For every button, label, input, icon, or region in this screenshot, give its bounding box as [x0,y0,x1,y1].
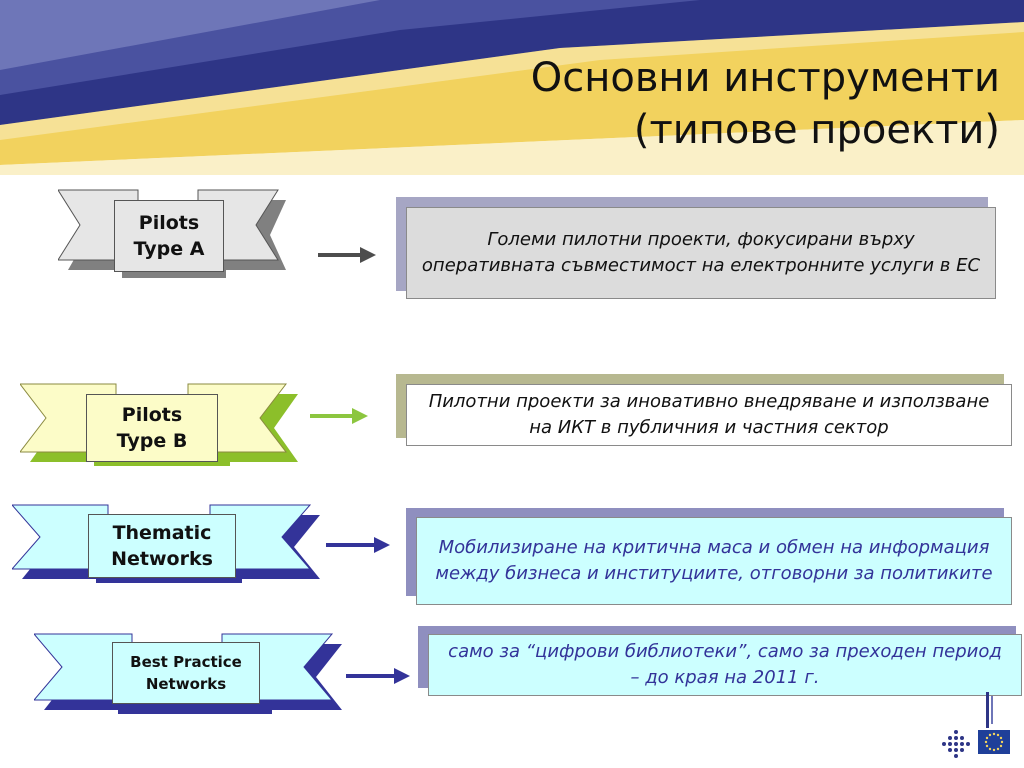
tag-best-practice-networks-line-2: Networks [145,675,227,693]
arrow-right-icon [310,408,368,424]
tag-pilots-a: Pilots Type A [114,200,224,272]
tag-best-practice-networks-line-1: Best Practice [130,653,242,671]
description-text-pilots-a: Големи пилотни проекти, фокусирани върху… [421,229,981,276]
eu-flag-icon [978,730,1010,754]
arrow-right-icon [346,668,410,684]
header-banner: Основни инструменти (типове проекти) [0,0,1024,175]
page-title-line-2: (типове проекти) [633,107,1000,153]
tag-thematic-networks: Thematic Networks [88,514,236,578]
tag-thematic-networks-line-2: Networks [111,548,213,570]
tag-pilots-b: Pilots Type B [86,394,218,462]
description-text-pilots-b: Пилотни проекти за иновативно внедряване… [428,391,990,438]
description-box-thematic-networks: Мобилизиране на критична маса и обмен на… [416,517,1012,605]
description-box-best-practice-networks: само за “цифрови библиотеки”, само за пр… [428,634,1022,696]
tag-best-practice-networks: Best Practice Networks [112,642,260,704]
header-swoosh-graphic [0,0,1024,175]
european-commission-logo-icon [986,692,993,728]
description-text-best-practice-networks: само за “цифрови библиотеки”, само за пр… [448,641,1002,688]
page-title-line-1: Основни инструменти [530,55,1000,101]
description-box-pilots-b: Пилотни проекти за иновативно внедряване… [406,384,1012,446]
tag-pilots-b-line-1: Pilots [121,404,183,426]
arrow-right-icon [318,247,376,263]
description-text-thematic-networks: Мобилизиране на критична маса и обмен на… [435,537,993,584]
description-box-pilots-a: Големи пилотни проекти, фокусирани върху… [406,207,996,299]
page-title: Основни инструменти (типове проекти) [531,52,1000,156]
tag-thematic-networks-line-1: Thematic [112,522,212,544]
tag-pilots-b-line-2: Type B [116,430,188,452]
tag-pilots-a-line-2: Type A [133,238,205,260]
dot-grid-logo-icon [942,730,970,758]
arrow-right-icon [326,537,390,553]
tag-pilots-a-line-1: Pilots [138,212,200,234]
